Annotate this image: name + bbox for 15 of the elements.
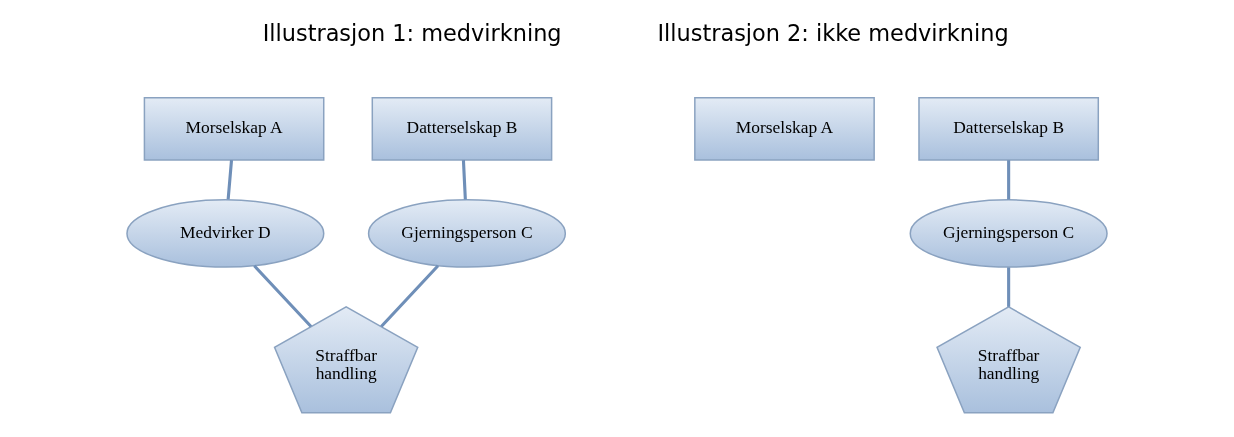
node-ellipse: Medvirker D [126, 199, 325, 268]
connector [461, 160, 467, 200]
node-box: Morselskap A [694, 96, 875, 161]
node-ellipse: Gjerningsperson C [909, 199, 1108, 268]
connector [1007, 267, 1011, 307]
label: Illustrasjon 2: ikke medvirkning [657, 19, 1009, 46]
connector [1007, 160, 1011, 200]
node-box: Datterselskap B [918, 96, 1100, 161]
connector [226, 160, 234, 200]
node-box: Datterselskap B [371, 96, 553, 161]
node-box: Morselskap A [143, 96, 325, 161]
node-ellipse: Gjerningsperson C [367, 199, 567, 268]
connector [380, 264, 440, 328]
label: Illustrasjon 1: medvirkning [262, 19, 562, 46]
connector [253, 264, 313, 328]
